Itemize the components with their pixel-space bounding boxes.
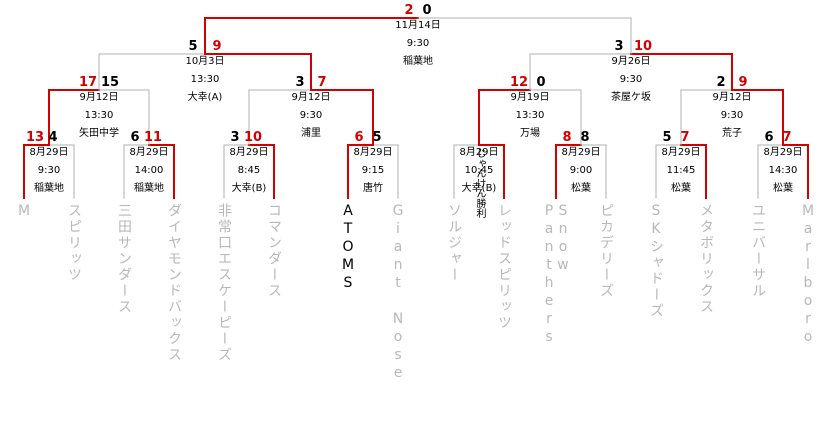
match-venue: 松葉 [671,183,691,194]
match-venue: 矢田中学 [79,128,119,139]
score-left: 6 [354,130,364,145]
match-venue: 唐竹 [363,183,383,194]
match-time: 13:30 [190,74,220,85]
match-time: 9:15 [361,165,385,176]
score-right: 4 [48,130,58,145]
match-date: 9月12日 [291,92,331,103]
team-name: コマンダース [266,203,282,299]
match-time: 13:30 [515,110,545,121]
team-name: Giant Nose [390,203,406,383]
score-left: 3 [230,130,240,145]
match-note: じゃんけん勝利 [474,148,485,218]
match-date: 9月12日 [712,92,752,103]
match-date: 8月29日 [561,147,601,158]
score-left: 3 [295,75,305,90]
team-name: ダイヤモンドバックス [166,203,182,363]
team-name: Snow Panthers [541,203,571,347]
match-date: 9月12日 [79,92,119,103]
match-date: 9月26日 [611,56,651,67]
match-venue: 茶屋ケ坂 [611,92,651,103]
match-date: 8月29日 [763,147,803,158]
match-date: 8月29日 [661,147,701,158]
score-right: 9 [212,39,222,54]
match-date: 11月14日 [395,20,441,31]
team-name: ピカデリーズ [598,203,614,299]
match-time: 9:30 [406,38,430,49]
team-name: Marlboro [800,203,816,347]
match-venue: 稲葉地 [134,183,164,194]
match-time: 14:30 [768,165,798,176]
score-right: 8 [580,130,590,145]
score-right: 11 [143,130,163,145]
match-date: 8月29日 [459,147,499,158]
score-left: 2 [404,3,414,18]
match-venue: 稲葉地 [403,56,433,67]
score-right: 7 [317,75,327,90]
score-left: 6 [764,130,774,145]
match-time: 8:45 [237,165,261,176]
match-time: 9:30 [720,110,744,121]
match-date: 10月3日 [185,56,225,67]
match-date: 8月29日 [229,147,269,158]
match-venue: 稲葉地 [34,183,64,194]
team-name: ソルジャー [446,203,462,283]
score-right: 10 [243,130,263,145]
match-date: 8月29日 [353,147,393,158]
team-name: レッドスピリッツ [496,203,512,331]
score-right: 7 [782,130,792,145]
match-date: 8月29日 [129,147,169,158]
team-name: M [16,203,32,221]
team-name: メタボリックス [698,203,714,315]
match-time: 14:00 [134,165,164,176]
score-left: 5 [662,130,672,145]
score-left: 5 [188,39,198,54]
score-left: 8 [562,130,572,145]
score-right: 5 [372,130,382,145]
score-right: 0 [422,3,432,18]
score-right: 10 [633,39,653,54]
match-time: 11:45 [666,165,696,176]
match-time: 9:30 [619,74,643,85]
match-time: 9:30 [299,110,323,121]
match-time: 13:30 [84,110,114,121]
match-venue: 浦里 [301,128,321,139]
team-name: スピリッツ [66,203,82,283]
score-left: 13 [25,130,45,145]
match-venue: 荒子 [722,128,742,139]
match-venue: 大幸(B) [461,183,497,194]
score-left: 17 [78,75,98,90]
score-right: 0 [536,75,546,90]
match-time: 10:45 [464,165,494,176]
team-name: ユニバーサル [750,203,766,299]
match-date: 9月19日 [510,92,550,103]
score-right: 15 [100,75,120,90]
match-venue: 大幸(B) [231,183,267,194]
score-right: 7 [680,130,690,145]
score-left: 3 [614,39,624,54]
score-right: 9 [738,75,748,90]
match-venue: 万場 [520,128,540,139]
match-venue: 松葉 [571,183,591,194]
match-time: 9:30 [37,165,61,176]
match-date: 8月29日 [29,147,69,158]
team-name: 三田サンダース [116,203,132,315]
team-name: 非常口エスケーピーズ [216,203,232,363]
match-venue: 大幸(A) [187,92,223,103]
match-time: 9:00 [569,165,593,176]
match-venue: 松葉 [773,183,793,194]
score-left: 6 [130,130,140,145]
team-name: SKシャドーズ [648,203,664,319]
score-left: 12 [509,75,529,90]
score-left: 2 [716,75,726,90]
team-name: ATOMS [340,203,356,293]
